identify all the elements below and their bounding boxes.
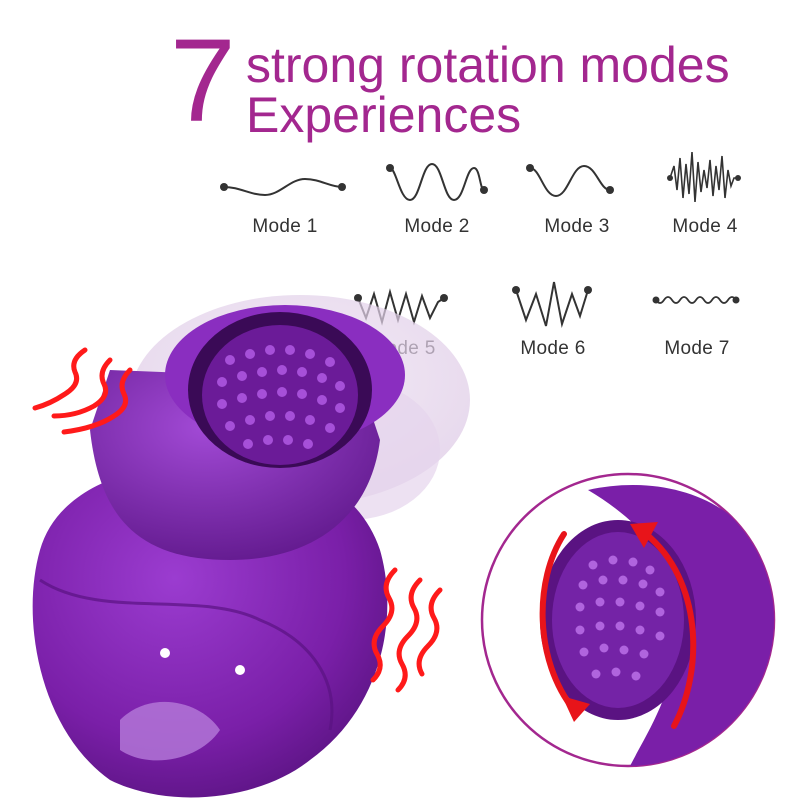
product-illustration xyxy=(32,295,470,798)
headline-line2: Experiences xyxy=(246,87,522,143)
tall-zigzag-icon xyxy=(512,281,592,328)
rotation-detail-zoom xyxy=(480,472,776,768)
mode-4-label: Mode 4 xyxy=(672,216,738,237)
mode-7-label: Mode 7 xyxy=(664,338,730,359)
mode-2: Mode 2 xyxy=(372,160,502,238)
gentle-wave-icon xyxy=(220,177,346,197)
rotation-arrows xyxy=(539,531,697,729)
headline-line1: strong rotation modes xyxy=(246,37,730,93)
mode-4: Mode 4 xyxy=(640,144,770,238)
vibration-marks-right xyxy=(370,567,443,693)
single-wave-icon xyxy=(526,164,614,198)
deep-wave-icon xyxy=(386,162,488,202)
arrow-up-icon xyxy=(630,522,658,548)
mode-3-label: Mode 3 xyxy=(544,216,610,237)
mode-3: Mode 3 xyxy=(512,160,642,238)
zigzag-icon xyxy=(354,288,448,326)
bristles xyxy=(217,345,345,449)
small-ripple-icon xyxy=(652,296,740,304)
mode-1: Mode 1 xyxy=(220,160,350,238)
mode-6: Mode 6 xyxy=(488,276,618,360)
button-dot-icon xyxy=(160,648,170,658)
button-dot-icon xyxy=(235,665,245,675)
mode-6-label: Mode 6 xyxy=(520,338,586,359)
mode-2-label: Mode 2 xyxy=(404,216,470,237)
arrow-down-icon xyxy=(562,696,590,722)
headline-number: 7 xyxy=(170,15,236,147)
mode-7: Mode 7 xyxy=(632,282,762,360)
vibration-marks-left xyxy=(32,347,133,435)
rapid-zigzag-icon xyxy=(667,151,741,203)
zoom-bristles xyxy=(575,555,665,681)
mode-1-label: Mode 1 xyxy=(252,216,318,237)
